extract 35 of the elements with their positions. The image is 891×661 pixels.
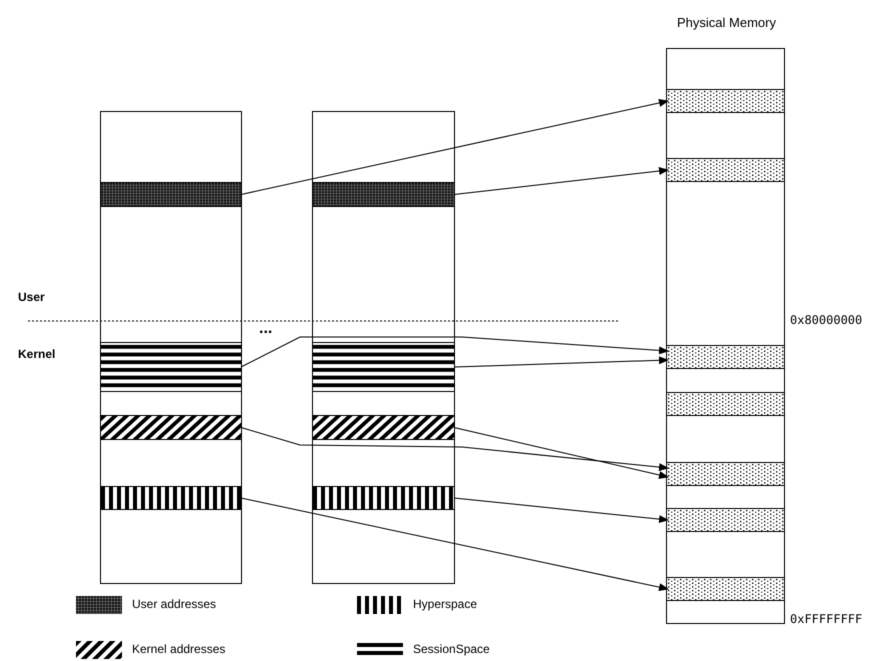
- address-space-column: [312, 111, 455, 584]
- address-label: 0xFFFFFFFF: [790, 612, 862, 626]
- legend-label: SessionSpace: [413, 642, 490, 656]
- address-label: 0x80000000: [790, 313, 862, 327]
- kernel-address-band: [101, 415, 241, 440]
- region-label: Kernel: [18, 347, 56, 361]
- mapping-arrow: [240, 336, 669, 368]
- mapping-arrow: [240, 427, 669, 472]
- mapping-arrow: [454, 167, 669, 195]
- user-address-band: [313, 182, 454, 207]
- mapping-arrow: [240, 99, 669, 195]
- mapping-arrow: [454, 427, 669, 479]
- mapping-arrow: [240, 498, 669, 592]
- physical-frame-band: [667, 392, 784, 416]
- region-label: User: [18, 290, 45, 304]
- legend-label: Kernel addresses: [132, 642, 226, 656]
- session-space-band: [101, 342, 241, 392]
- physical-frame-band: [667, 89, 784, 113]
- session-space-band: [313, 342, 454, 392]
- mapping-arrow: [454, 498, 669, 524]
- ellipsis: ...: [259, 320, 272, 338]
- hyperspace-band: [101, 486, 241, 510]
- user-address-band: [101, 182, 241, 207]
- mapping-arrow: [454, 356, 669, 368]
- address-space-column: [100, 111, 242, 584]
- physical-frame-band: [667, 462, 784, 486]
- physical-frame-band: [667, 508, 784, 532]
- physical-frame-band: [667, 577, 784, 601]
- physical-frame-band: [667, 345, 784, 369]
- legend-label: Hyperspace: [413, 597, 478, 611]
- physical-frame-band: [667, 158, 784, 182]
- hyperspace-band: [313, 486, 454, 510]
- kernel-address-band: [313, 415, 454, 440]
- legend-label: User addresses: [132, 597, 216, 611]
- column-heading: Physical Memory: [676, 15, 777, 30]
